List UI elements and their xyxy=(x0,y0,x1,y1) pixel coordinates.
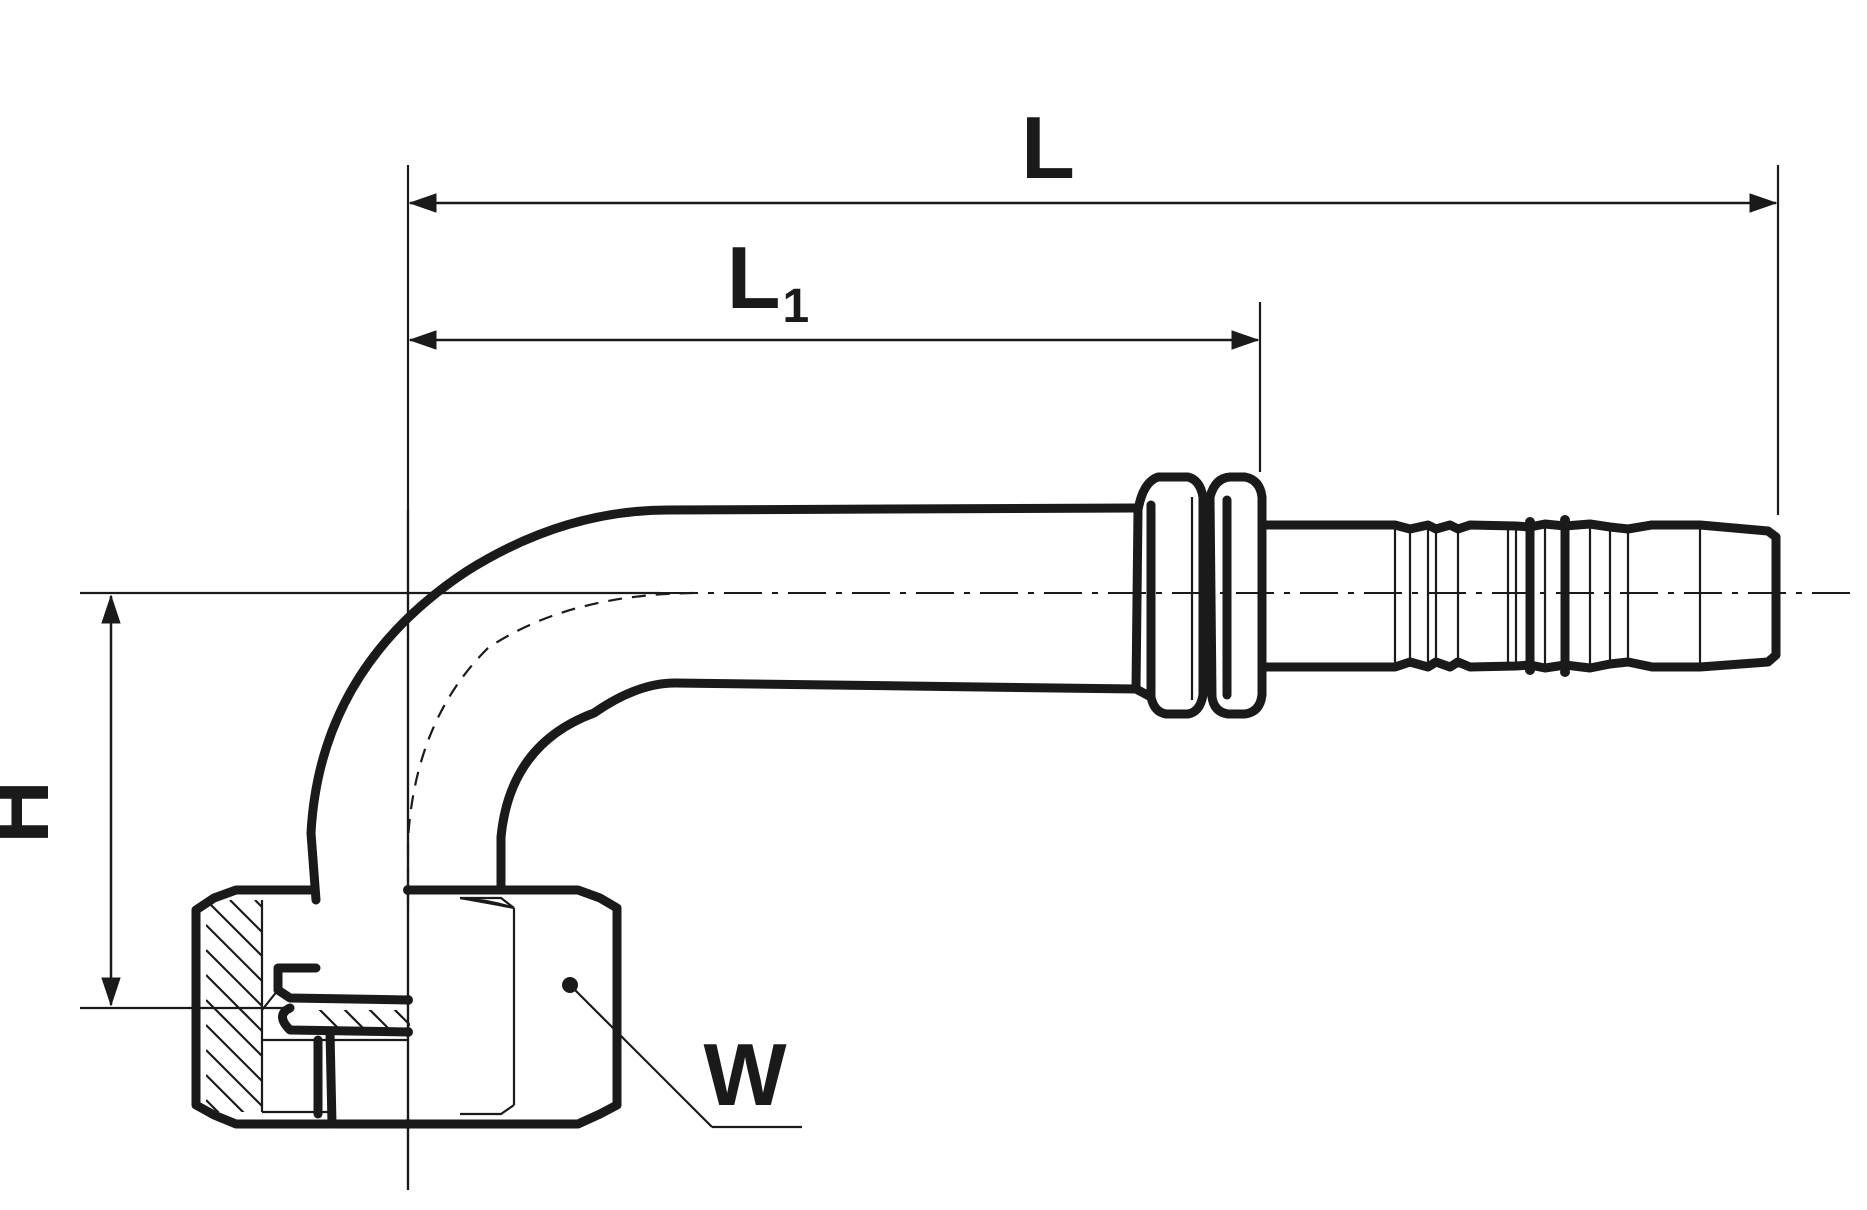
collar-1 xyxy=(1131,472,1208,719)
label-h: H xyxy=(0,780,67,844)
label-l1: L1 xyxy=(727,228,809,333)
dimension-l xyxy=(408,193,1778,213)
w-leader-line xyxy=(562,977,802,1129)
label-l1-subscript: 1 xyxy=(783,280,810,333)
extension-lines xyxy=(80,165,1780,1190)
label-l1-main: L xyxy=(727,228,781,327)
label-w: W xyxy=(703,1025,786,1124)
collar-2 xyxy=(1203,472,1267,719)
label-l: L xyxy=(1021,98,1075,197)
hidden-bore-line xyxy=(406,591,701,905)
dimension-h xyxy=(101,594,121,1007)
swivel-nut xyxy=(191,885,622,1129)
hose-tail xyxy=(1257,515,1781,677)
dimension-l1 xyxy=(408,330,1260,350)
